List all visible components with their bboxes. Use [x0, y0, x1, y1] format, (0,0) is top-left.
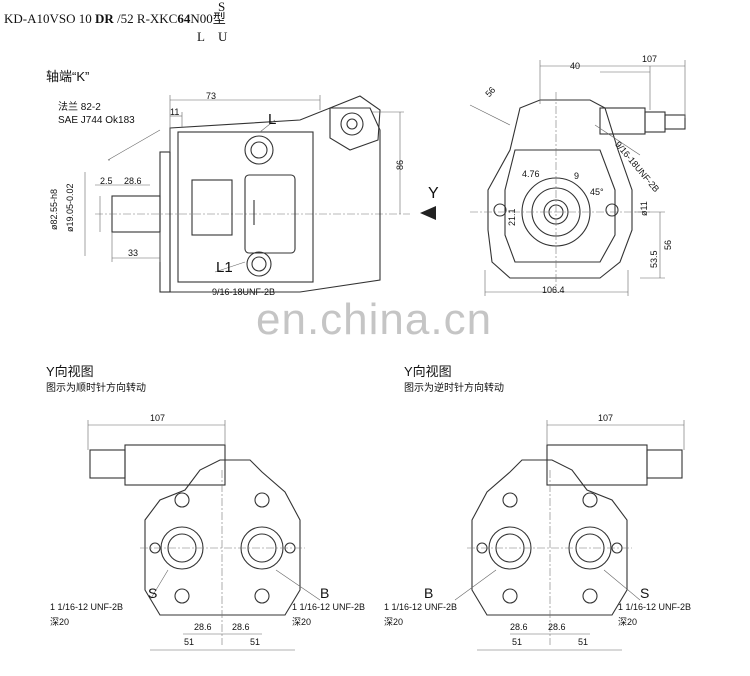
front-dim-21-1: 21.1: [507, 208, 517, 226]
port-l1-label: L1: [216, 259, 233, 276]
shaft-end-label: 轴端“K”: [46, 69, 90, 84]
view-right-dim-107: 107: [598, 413, 614, 423]
front-dim-107: 107: [642, 54, 658, 64]
rotation-s: S: [218, 0, 226, 14]
dim-86: 86: [395, 159, 405, 170]
view-left-depth-b: 深20: [292, 617, 312, 627]
view-right-depth-s: 深20: [618, 617, 638, 627]
front-dim-4-76: 4.76: [522, 169, 540, 179]
view-left-port-b: B: [320, 585, 330, 601]
dim-11: 11: [170, 107, 180, 117]
dim-33: 33: [128, 248, 139, 258]
view-right-dim-28-6-a: 28.6: [510, 622, 528, 632]
dim-2-5: 2.5: [100, 176, 113, 186]
model-code: KD-A10VSO 10 DR /52 R-XKC64N00型: [4, 12, 226, 25]
model-dr: DR: [95, 11, 114, 26]
watermark: en.china.cn: [256, 295, 493, 344]
view-left-depth-s: 深20: [50, 617, 70, 627]
view-left-dim-28-6-b: 28.6: [232, 622, 250, 632]
view-y-arrow: [420, 206, 436, 220]
view-left-thread-s: 1 1/16-12 UNF-2B: [50, 602, 124, 612]
view-right-dim-28-6-b: 28.6: [548, 622, 566, 632]
view-left-title: Y向视图: [46, 364, 94, 379]
view-right-thread-s: 1 1/16-12 UNF-2B: [618, 602, 692, 612]
view-left-dim-107: 107: [150, 413, 166, 423]
flange-std-1: 法兰 82-2: [58, 102, 101, 113]
model-64: 64: [177, 11, 191, 26]
front-dim-106-4: 106.4: [542, 285, 565, 295]
model-mid: /52 R-XKC: [117, 11, 178, 26]
view-left-subtitle: 图示为顺时针方向转动: [46, 383, 146, 394]
view-left-port-s: S: [148, 585, 158, 601]
y-view-left-drawing: [87, 420, 321, 651]
view-left-dim-51-b: 51: [250, 637, 261, 647]
front-dim-11: ø11: [639, 201, 649, 216]
rotation-u: U: [218, 29, 228, 44]
view-left-thread-b: 1 1/16-12 UNF-2B: [292, 602, 366, 612]
view-y-label: Y: [428, 185, 439, 202]
dim-82-55: ø82.55-h8: [49, 188, 59, 230]
model-suffix: N00型: [190, 11, 226, 26]
dim-73: 73: [206, 91, 217, 101]
front-dim-56: 56: [663, 239, 673, 250]
view-right-thread-b: 1 1/16-12 UNF-2B: [384, 602, 458, 612]
flange-std-2: SAE J744 Ok183: [58, 115, 135, 126]
y-view-right-drawing: [454, 420, 685, 651]
model-prefix: KD-A10VSO 10: [4, 11, 92, 26]
view-right-subtitle: 图示为逆时针方向转动: [404, 383, 504, 394]
view-right-title: Y向视图: [404, 364, 452, 379]
port-l-label: L: [268, 111, 277, 128]
rotation-l: L: [197, 29, 205, 44]
front-dim-9: 9: [574, 171, 580, 181]
dim-28-6: 28.6: [124, 176, 142, 186]
view-right-dim-51-b: 51: [578, 637, 589, 647]
view-left-dim-28-6-a: 28.6: [194, 622, 212, 632]
front-dim-45: 45°: [590, 187, 604, 197]
side-view-drawing: [84, 95, 410, 293]
view-right-depth-b: 深20: [384, 617, 404, 627]
front-view-drawing: [469, 60, 686, 296]
port-thread-label: 9/16-18UNF-2B: [212, 287, 276, 297]
front-dim-53-5: 53.5: [649, 250, 659, 268]
view-right-dim-51-a: 51: [512, 637, 523, 647]
front-dim-40: 40: [570, 61, 581, 71]
dim-19-05: ø19.05-0.02: [65, 183, 75, 232]
view-right-port-s: S: [640, 585, 650, 601]
view-right-port-b: B: [424, 585, 434, 601]
view-left-dim-51-a: 51: [184, 637, 195, 647]
